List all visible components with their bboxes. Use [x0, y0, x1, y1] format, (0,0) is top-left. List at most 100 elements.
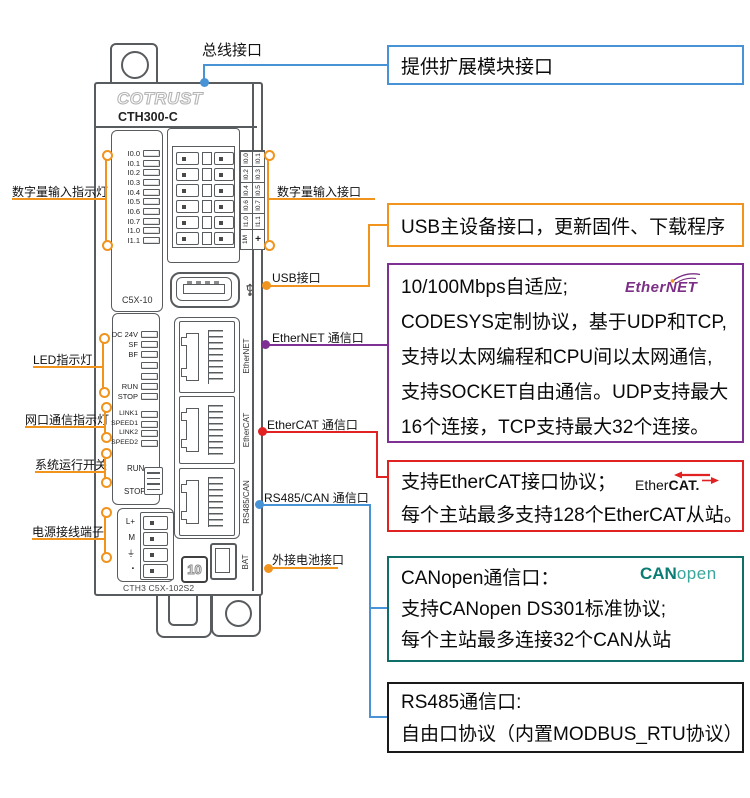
callout-ethernet: 10/100Mbps自适应; CODESYS定制协议，基于UDP和TCP, 支持…	[387, 263, 744, 443]
terminal-spacer	[202, 168, 212, 181]
rj45-clip	[181, 408, 199, 452]
terminal-connector	[176, 152, 199, 165]
label-ethernet-port: EtherNET 通信口	[272, 331, 364, 345]
usb-icon	[246, 283, 254, 296]
terminal-spacer	[202, 152, 212, 165]
power-connector	[143, 548, 168, 562]
bat-label: BAT	[241, 554, 250, 570]
terminal-connector	[176, 216, 199, 229]
power-connector	[143, 532, 168, 546]
net-led	[141, 440, 158, 447]
io-led	[143, 208, 160, 216]
ethercat-port[interactable]	[179, 396, 235, 464]
terminal-connector	[176, 232, 199, 245]
switch-stop-label: STOP	[124, 487, 146, 496]
label-bus-interface: 总线接口	[202, 42, 263, 59]
rj45-pins	[208, 405, 223, 455]
io-led-label: I0.4	[127, 188, 140, 197]
net-led-label: SPEED1	[111, 420, 138, 428]
callout-ethercat: 支持EtherCAT接口协议； 每个主站最多支持128个EtherCAT从站。	[387, 460, 744, 532]
terminal-connector	[176, 184, 199, 197]
io-led-label: I0.1	[127, 159, 140, 168]
status-led	[141, 362, 158, 369]
mounting-hole-bottom	[225, 600, 252, 627]
status-led-row: BF	[113, 351, 158, 359]
callout-text: 支持CANopen DS301标准协议;	[401, 599, 667, 620]
rj45-clip	[181, 480, 199, 524]
io-led	[143, 160, 160, 168]
label-network-leds: 网口通信指示灯	[25, 413, 110, 427]
callout-expansion: 提供扩展模块接口	[387, 45, 744, 85]
status-led-row: RUN	[113, 383, 158, 391]
status-led	[141, 331, 158, 339]
switch-run-label: RUN	[127, 464, 145, 473]
net-led-label: LINK1	[119, 410, 138, 418]
rs485-can-port[interactable]	[179, 468, 235, 536]
ethernet-port[interactable]	[179, 321, 235, 393]
io-led-row: I0.1	[112, 160, 160, 168]
status-led-label: DC 24V	[111, 330, 138, 339]
mounting-hole-top	[121, 51, 149, 79]
net-led-label: LINK2	[119, 429, 138, 437]
io-led-label: I1.0	[127, 226, 140, 235]
label-digital-input-leds: 数字量输入指示灯	[12, 185, 109, 199]
run-stop-switch[interactable]	[144, 467, 163, 495]
pin-cell: I0.3	[251, 166, 265, 183]
power-label: L+	[125, 517, 135, 526]
terminal-spacer	[202, 232, 212, 245]
ethernet-logo: EtherNET	[625, 273, 701, 296]
callout-text: 10/100Mbps自适应;	[401, 277, 568, 298]
rj45-clip	[181, 333, 199, 381]
callout-text: USB主设备接口，更新固件、下载程序	[401, 216, 726, 238]
bottom-code-label: CTH3 C5X-102S2	[123, 583, 195, 593]
header-divider	[95, 126, 257, 128]
terminal-connector	[214, 216, 234, 229]
callout-text: 提供扩展模块接口	[401, 56, 554, 78]
rs485-can-port-label: RS485/CAN	[242, 480, 251, 524]
status-led-label: SF	[128, 340, 138, 349]
power-label: ⏚	[127, 549, 135, 558]
callout-rs485: RS485通信口: 自由口协议（内置MODBUS_RTU协议）	[387, 682, 744, 753]
callout-usb: USB主设备接口，更新固件、下载程序	[387, 203, 744, 247]
ethercat-port-label: EtherCAT	[242, 412, 251, 448]
io-led-row: I1.0	[112, 227, 160, 235]
net-led-row: LINK1	[113, 410, 158, 418]
status-led	[141, 351, 158, 359]
terminal-connector	[214, 184, 234, 197]
io-led-row: I1.1	[112, 237, 160, 245]
status-led-label: STOP	[117, 392, 138, 401]
status-led	[141, 383, 158, 391]
terminal-spacer	[202, 200, 212, 213]
pin-cell: I0.7	[251, 197, 265, 215]
pin-cell: I0.1	[251, 150, 265, 168]
status-led	[141, 341, 158, 349]
status-led-label: BF	[128, 350, 138, 359]
io-led	[143, 189, 160, 197]
io-led-row: I0.0	[112, 150, 160, 158]
io-led-label: I0.3	[127, 178, 140, 187]
io-led	[143, 227, 160, 235]
power-connector	[143, 564, 168, 578]
power-connector	[143, 516, 168, 530]
callout-text: 自由口协议（内置MODBUS_RTU协议）	[401, 724, 743, 745]
pin-cell: I0.5	[251, 181, 265, 199]
callout-text: 每个主站最多支持128个EtherCAT从站。	[401, 505, 743, 526]
status-led-row: SF	[113, 341, 158, 349]
pin-cell: +	[251, 228, 265, 250]
io-led-label: I1.1	[127, 236, 140, 245]
terminal-connector	[176, 200, 199, 213]
pin-cell: I1.1	[251, 213, 265, 230]
label-power-terminals: 电源接线端子	[32, 525, 105, 539]
panel-code-label: C5X-10	[122, 295, 153, 305]
terminal-connector	[214, 152, 234, 165]
label-digital-input-port: 数字量输入接口	[277, 185, 362, 199]
address-display: 10	[181, 556, 208, 583]
net-led-row: LINK2	[113, 429, 158, 437]
io-led	[143, 179, 160, 187]
label-usb-port: USB接口	[272, 271, 321, 285]
usb-contacts	[187, 281, 220, 284]
model-label: CTH300-C	[118, 110, 178, 124]
io-led-label: I0.5	[127, 197, 140, 206]
io-led	[143, 169, 160, 177]
io-led-row: I0.2	[112, 169, 160, 177]
